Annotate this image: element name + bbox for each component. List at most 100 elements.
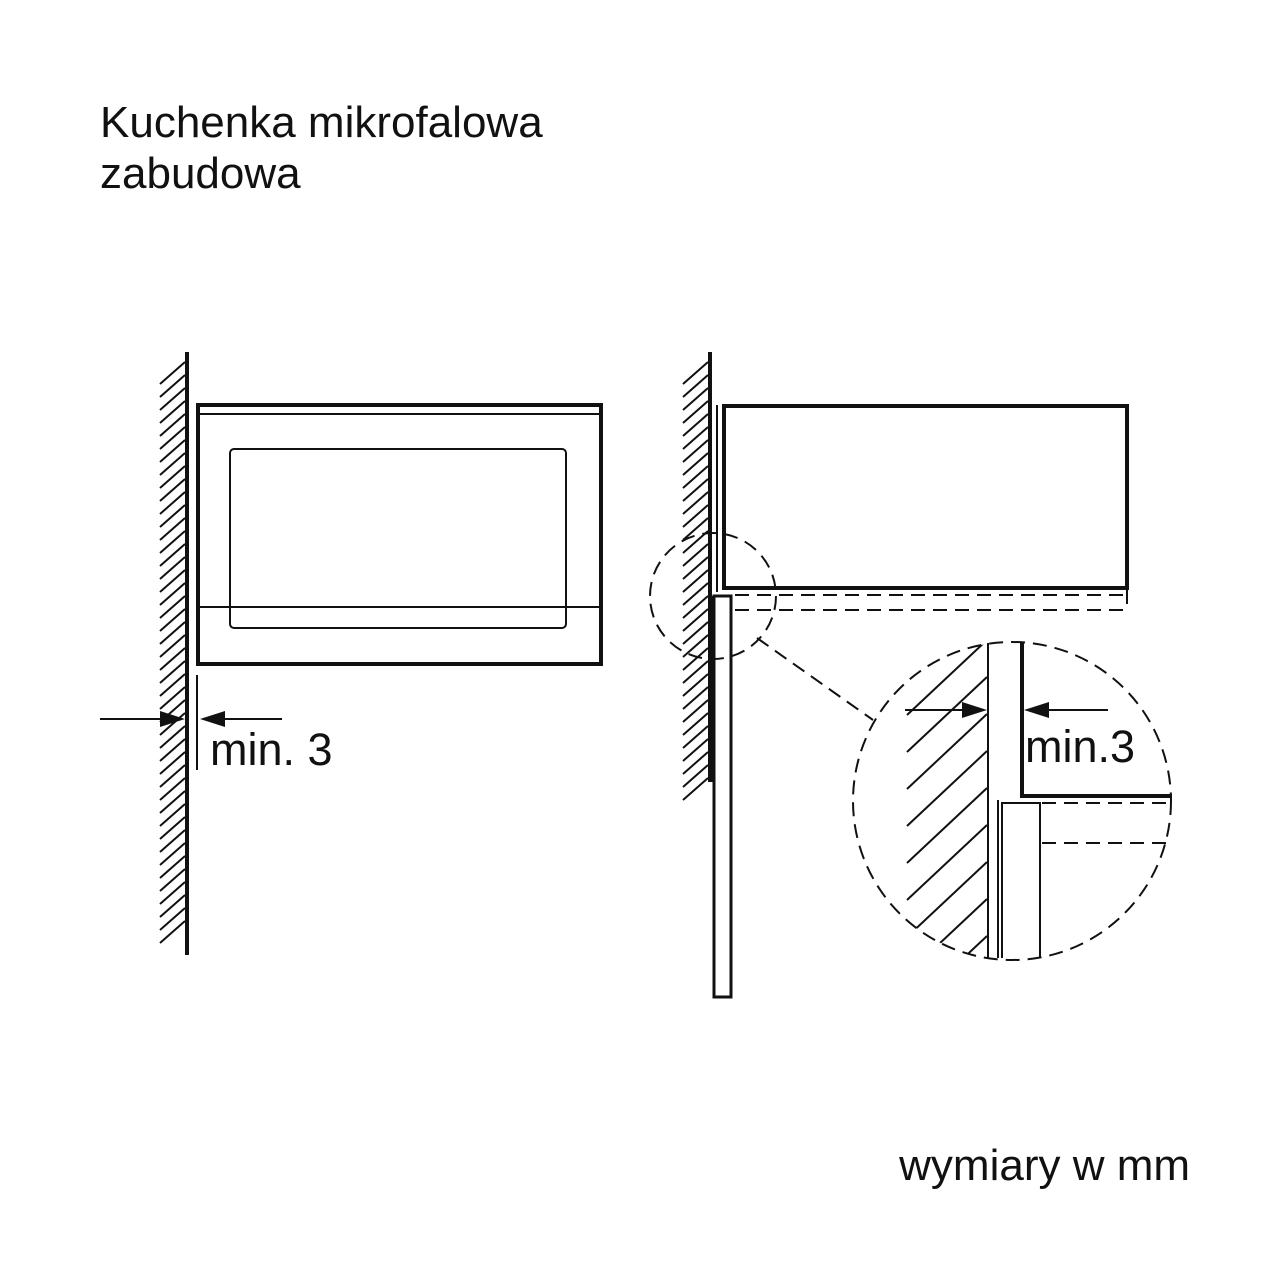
hatch-line [159, 751, 186, 775]
arrowhead-right-icon [160, 711, 185, 727]
hatch-line [682, 439, 709, 463]
hatch-line [682, 699, 709, 723]
hatch-line [159, 777, 186, 801]
hatch-line [682, 465, 709, 489]
hatch-line [682, 582, 709, 606]
right-side-view: min.3 [649, 352, 1172, 1048]
hatch-line [682, 764, 709, 788]
dimension-label-detail: min.3 [1025, 721, 1135, 772]
hatch-line [682, 686, 709, 710]
hatch-line [159, 725, 186, 749]
hatch-line [682, 491, 709, 515]
arrowhead-left-icon [1024, 702, 1049, 718]
hatch-line [159, 686, 186, 710]
detail-leader-line [756, 637, 874, 721]
hatch-line [682, 712, 709, 736]
hatch-line [682, 608, 709, 632]
hatch-line [159, 530, 186, 554]
hatch-line [159, 387, 186, 411]
hatch-line [159, 673, 186, 697]
hatch-line [682, 673, 709, 697]
hatch-line [682, 751, 709, 775]
hatch-line [682, 647, 709, 671]
left-front-view: min. 3 [100, 352, 603, 955]
hatch-line [159, 452, 186, 476]
hatch-line [159, 647, 186, 671]
hatch-line [682, 777, 709, 801]
hatch-line [159, 855, 186, 879]
hatch-line [906, 861, 988, 938]
wall-hatching-left [159, 361, 186, 944]
hatch-line [159, 660, 186, 684]
hatch-line [159, 439, 186, 463]
hatch-line [159, 712, 186, 736]
hatch-line [682, 478, 709, 502]
hatch-line [682, 504, 709, 528]
hatch-line [159, 426, 186, 450]
hatch-line [682, 413, 709, 437]
hatch-line [906, 787, 988, 864]
hatch-line [159, 413, 186, 437]
hatch-line [682, 634, 709, 658]
hatch-line [906, 642, 988, 716]
detail-enlargement: min.3 [852, 641, 1172, 1048]
hatch-line [682, 621, 709, 645]
dimension-label-left: min. 3 [210, 724, 333, 775]
hatch-line [159, 881, 186, 905]
cabinet-side-panel [712, 594, 733, 999]
detail-microwave-corner [1020, 643, 1172, 798]
detail-wall-hatching [906, 642, 988, 1048]
hatch-line [159, 829, 186, 853]
hatch-line [159, 621, 186, 645]
title-line-2: zabudowa [100, 149, 301, 198]
hatch-line [159, 920, 186, 944]
microwave-side-body [722, 404, 1129, 590]
microwave-front [196, 403, 603, 666]
hatch-line [682, 738, 709, 762]
hatch-line [159, 569, 186, 593]
hatch-line [682, 426, 709, 450]
units-note: wymiary w mm [898, 1141, 1190, 1190]
hatch-line [906, 750, 988, 827]
hatch-line [159, 868, 186, 892]
hatch-line [682, 452, 709, 476]
arrowhead-right-icon [962, 702, 987, 718]
hatch-line [682, 556, 709, 580]
hatch-line [159, 465, 186, 489]
microwave-door-window [229, 448, 567, 629]
hatch-line [159, 556, 186, 580]
hatch-line [682, 595, 709, 619]
title-line-1: Kuchenka mikrofalowa [100, 98, 543, 147]
wall-hatching-right [682, 361, 709, 801]
hatch-line [159, 543, 186, 567]
arrowhead-left-icon [200, 711, 225, 727]
hatch-line [159, 582, 186, 606]
hatch-line [159, 634, 186, 658]
hatch-line [159, 517, 186, 541]
hatch-line [159, 803, 186, 827]
hatch-line [159, 764, 186, 788]
hatch-line [159, 504, 186, 528]
hatch-line [159, 907, 186, 931]
microwave-outer-frame [196, 403, 603, 666]
hatch-line [906, 713, 988, 790]
hatch-line [159, 842, 186, 866]
hatch-line [682, 725, 709, 749]
hatch-line [682, 660, 709, 684]
hatch-line [159, 816, 186, 840]
hatch-line [906, 898, 988, 960]
hatch-line [906, 676, 988, 753]
hatch-line [682, 569, 709, 593]
hatch-line [906, 824, 988, 901]
hatch-line [682, 517, 709, 541]
hatch-line [159, 478, 186, 502]
hatch-line [159, 595, 186, 619]
hatch-line [159, 608, 186, 632]
hatch-line [682, 387, 709, 411]
hatch-line [159, 374, 186, 398]
hatch-line [682, 400, 709, 424]
hatch-line [682, 361, 709, 385]
hatch-line [907, 973, 987, 1048]
hatch-line [159, 738, 186, 762]
